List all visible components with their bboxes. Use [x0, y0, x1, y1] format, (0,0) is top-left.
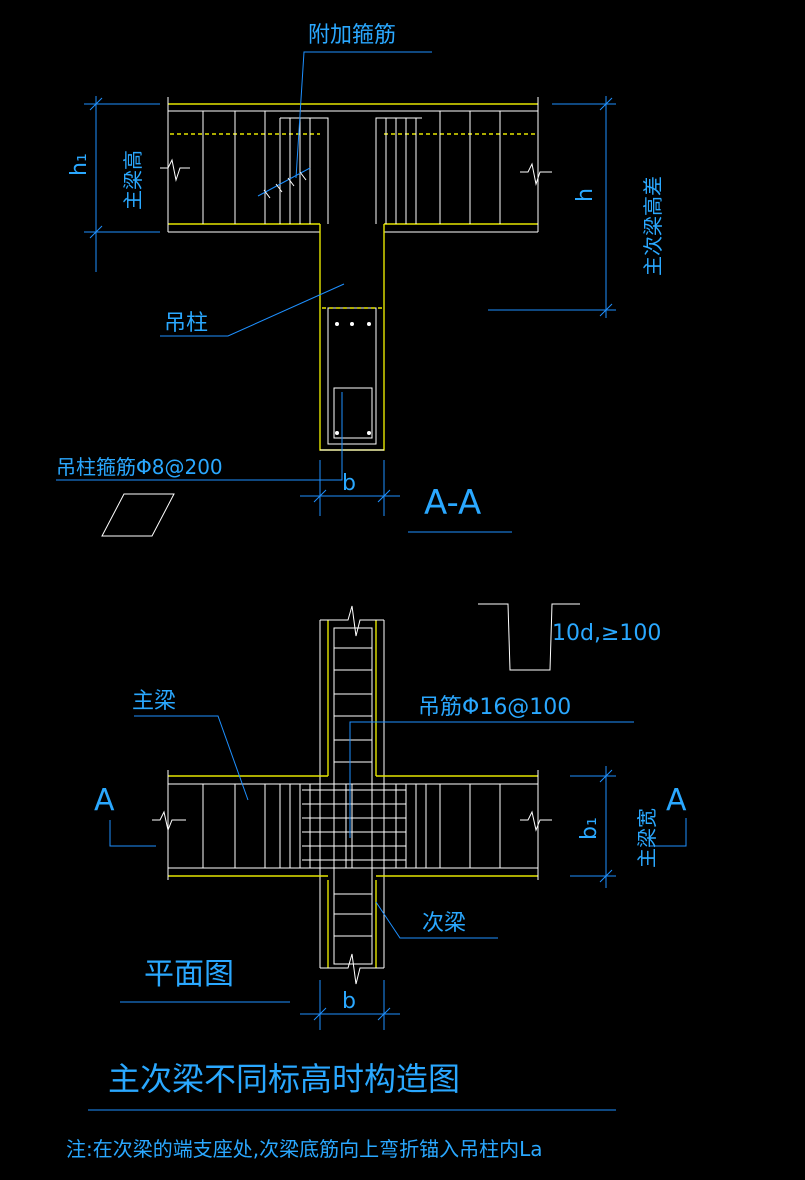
hanger-bar-label: 吊筋Φ16@100 [418, 695, 571, 720]
section-mark-right: A [666, 783, 687, 818]
section-a-a [56, 51, 616, 537]
h-label: h [573, 188, 598, 202]
hanging-column-label: 吊柱 [164, 311, 208, 336]
additional-stirrup-label: 附加箍筋 [308, 23, 396, 48]
main-beam-height-label: 主梁高 [121, 150, 145, 210]
secondary-beam-label: 次梁 [422, 911, 466, 936]
section-mark-left: A [94, 783, 115, 818]
main-beam-width-label: 主梁宽 [635, 808, 659, 868]
plan-view-label: 平面图 [144, 957, 234, 992]
plan-view [88, 603, 687, 1111]
section-title: A-A [424, 483, 481, 523]
b-top-label: b [342, 471, 356, 496]
b-bottom-label: b [342, 989, 356, 1014]
hook-note-label: 10d,≥100 [552, 621, 661, 646]
main-beam-label: 主梁 [132, 689, 176, 714]
drawing-title: 主次梁不同标高时构造图 [108, 1060, 460, 1098]
drawing-note: 注:在次梁的端支座处,次梁底筋向上弯折锚入吊柱内La [66, 1137, 543, 1161]
height-diff-label: 主次梁高差 [641, 176, 665, 276]
column-stirrup-label: 吊柱箍筋Φ8@200 [56, 455, 223, 479]
h1-label: h₁ [67, 153, 92, 176]
b1-label: b₁ [577, 817, 602, 840]
